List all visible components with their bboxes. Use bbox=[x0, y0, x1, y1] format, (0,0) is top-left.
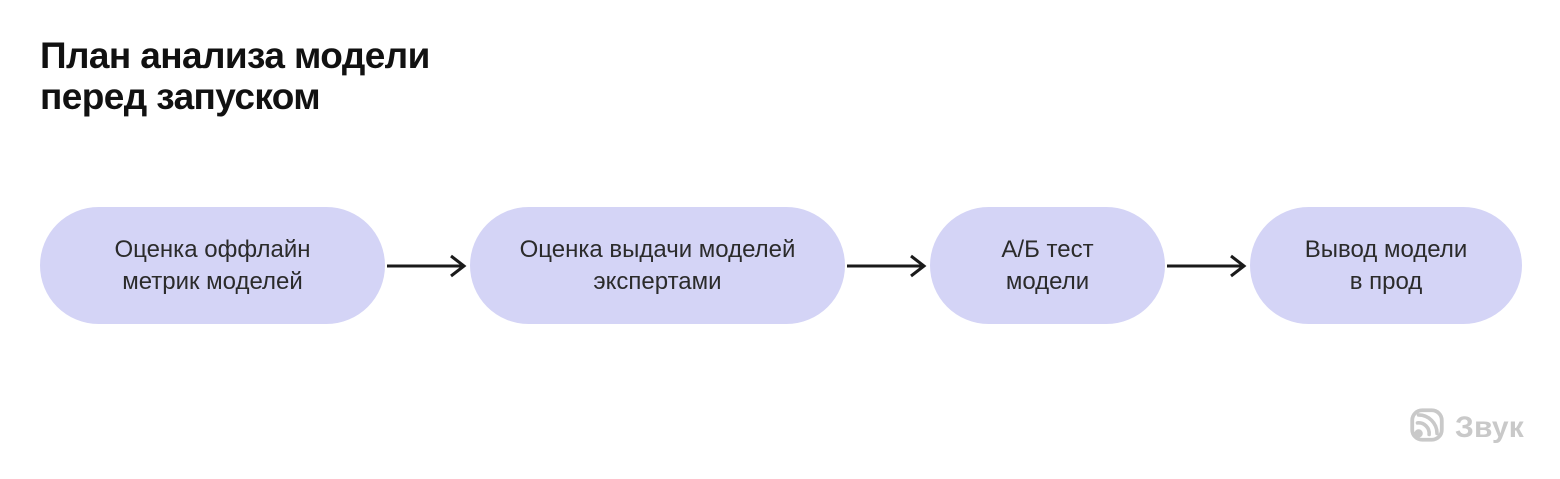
flow-step-label: Оценка оффлайн метрик моделей bbox=[114, 235, 311, 295]
flow-step-offline-metrics: Оценка оффлайн метрик моделей bbox=[40, 207, 385, 324]
zvuk-logo-text: Звук bbox=[1455, 410, 1524, 444]
arrow-right-icon bbox=[845, 253, 930, 279]
page-title: План анализа модели перед запуском bbox=[40, 35, 430, 117]
flow-diagram: Оценка оффлайн метрик моделей Оценка выд… bbox=[40, 207, 1522, 324]
flow-step-label: Оценка выдачи моделей экспертами bbox=[519, 235, 796, 295]
zvuk-sound-wave-icon bbox=[1408, 406, 1446, 449]
flow-step-expert-review: Оценка выдачи моделей экспертами bbox=[470, 207, 845, 324]
flow-step-label: Вывод модели в прод bbox=[1304, 235, 1468, 295]
flow-step-ab-test: А/Б тест модели bbox=[930, 207, 1165, 324]
flow-step-deploy-prod: Вывод модели в прод bbox=[1250, 207, 1522, 324]
arrow-right-icon bbox=[385, 253, 470, 279]
arrow-right-icon bbox=[1165, 253, 1250, 279]
flow-step-label: А/Б тест модели bbox=[1001, 235, 1094, 295]
zvuk-logo: Звук bbox=[1408, 406, 1524, 449]
